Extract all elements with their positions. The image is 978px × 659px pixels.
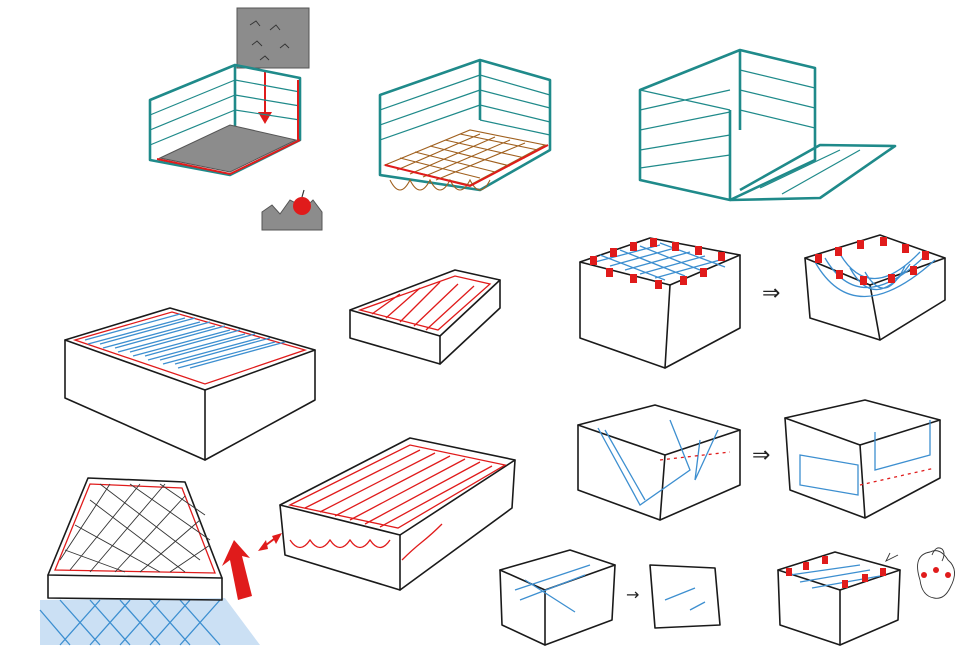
sketch-corner-box-with-net bbox=[378, 58, 552, 192]
sketch-flat-sheet bbox=[649, 564, 721, 629]
arrow-symbol-3: → bbox=[626, 585, 639, 604]
sketch-box-clips-net-after bbox=[804, 234, 946, 341]
sketch-corner-box-with-slab bbox=[148, 7, 323, 231]
sketch-box-with-blue-lines bbox=[64, 307, 316, 461]
sketch-small-box-clips bbox=[777, 551, 901, 646]
sketch-box-clips-grid-before bbox=[579, 237, 741, 369]
sketch-wedge-box-red-lines bbox=[349, 269, 501, 365]
sketch-box-v-bands-before bbox=[577, 404, 741, 521]
sketch-open-box-with-flap bbox=[638, 48, 897, 202]
sketch-clip-detail bbox=[917, 547, 955, 599]
arrow-symbol-2: ⇒ bbox=[752, 443, 770, 468]
sketch-tray-red-lines bbox=[258, 437, 516, 591]
sketch-box-blue-diagonals bbox=[499, 549, 616, 646]
sketch-box-panels-after bbox=[784, 399, 941, 519]
sketch-mattress-diamond-grid bbox=[39, 477, 260, 646]
arrow-symbol-1: ⇒ bbox=[762, 281, 780, 306]
